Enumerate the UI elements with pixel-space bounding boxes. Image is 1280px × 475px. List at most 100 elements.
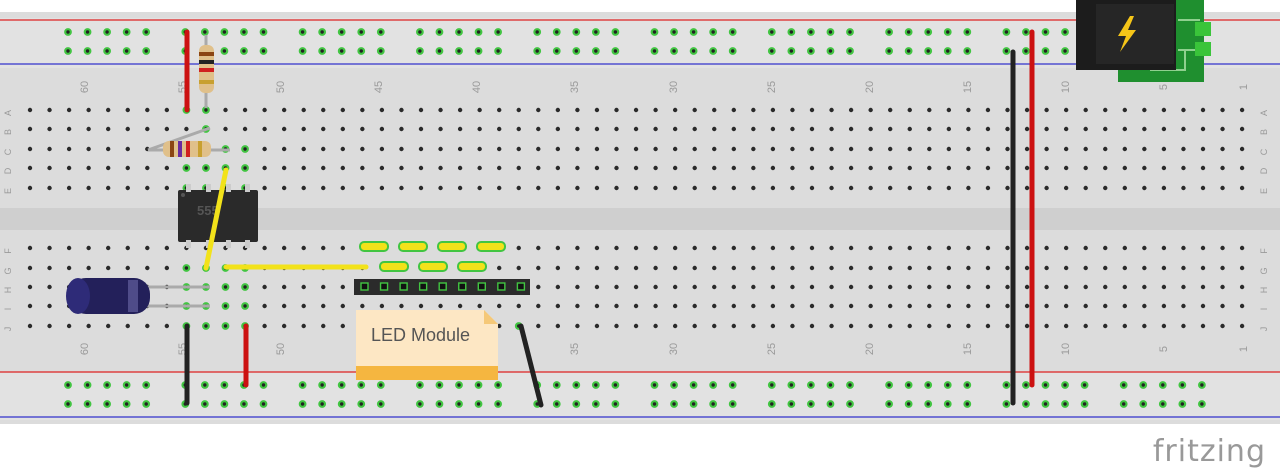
breadboard-hole <box>653 146 658 152</box>
breadboard-hole <box>790 165 795 171</box>
breadboard-hole <box>223 107 228 113</box>
breadboard-hole <box>379 126 385 132</box>
breadboard-hole <box>846 381 854 389</box>
breadboard-hole <box>1220 146 1225 152</box>
breadboard-hole <box>457 107 463 113</box>
breadboard-hole <box>728 47 737 55</box>
breadboard-hole <box>888 303 893 309</box>
row-letter-left: J <box>3 327 13 332</box>
breadboard-hole <box>145 185 150 191</box>
breadboard-hole <box>1122 245 1128 251</box>
breadboard-hole <box>848 323 854 329</box>
breadboard-hole <box>692 245 697 251</box>
column-number-bottom: 1 <box>1238 346 1250 352</box>
wire-black-led[interactable] <box>518 323 544 408</box>
breadboard-hole <box>611 47 620 55</box>
breadboard-hole <box>633 185 639 191</box>
breadboard-hole <box>1083 185 1088 191</box>
breadboard-hole <box>614 303 619 309</box>
breadboard-hole <box>1083 126 1088 132</box>
breadboard-hole <box>672 265 678 271</box>
breadboard-hole <box>807 28 815 36</box>
breadboard-hole <box>809 303 815 309</box>
power-jack[interactable] <box>1076 0 1211 82</box>
electrolytic-capacitor[interactable] <box>66 278 210 314</box>
breadboard-hole <box>399 146 404 152</box>
breadboard-hole <box>1024 146 1030 152</box>
breadboard-hole <box>340 126 345 132</box>
breadboard-hole <box>1044 146 1049 152</box>
breadboard-hole <box>614 265 619 271</box>
breadboard-hole <box>1005 165 1010 171</box>
breadboard-hole <box>767 381 776 389</box>
breadboard-hole <box>985 185 991 191</box>
breadboard-hole <box>943 28 952 36</box>
breadboard-hole <box>262 107 267 113</box>
breadboard-hole <box>594 284 600 290</box>
breadboard-hole <box>1161 126 1167 132</box>
breadboard-hole <box>516 146 521 152</box>
breadboard-hole <box>614 146 619 152</box>
breadboard-hole <box>1044 107 1049 113</box>
breadboard-hole <box>438 303 443 309</box>
breadboard-hole <box>594 185 600 191</box>
breadboard-hole <box>438 185 443 191</box>
breadboard-hole <box>536 245 541 251</box>
breadboard-hole <box>1005 245 1010 251</box>
breadboard-hole <box>829 185 834 191</box>
breadboard-hole <box>1103 284 1108 290</box>
led-module-note[interactable]: LED Module <box>356 310 498 380</box>
breadboard-hole <box>301 323 306 329</box>
breadboard-hole <box>200 28 209 36</box>
breadboard-hole <box>1239 265 1245 271</box>
breadboard-hole <box>1122 265 1128 271</box>
breadboard-hole <box>220 400 229 408</box>
breadboard-hole <box>751 107 756 113</box>
breadboard-hole <box>337 28 346 36</box>
breadboard-hole <box>533 47 542 55</box>
breadboard-hole <box>650 400 659 408</box>
breadboard-hole <box>106 146 111 152</box>
breadboard-hole <box>1122 107 1128 113</box>
breadboard-hole <box>787 400 796 408</box>
breadboard-hole <box>709 47 718 55</box>
breadboard-hole <box>47 323 52 329</box>
breadboard-hole <box>242 107 248 113</box>
wire-yellow-diagonal[interactable] <box>203 167 229 271</box>
breadboard-hole <box>106 126 111 132</box>
breadboard-hole <box>790 265 795 271</box>
breadboard-hole <box>142 47 151 55</box>
breadboard-hole <box>614 245 619 251</box>
breadboard-hole <box>360 185 365 191</box>
breadboard-hole <box>1083 323 1088 329</box>
breadboard-hole <box>497 165 502 171</box>
breadboard-hole <box>457 126 463 132</box>
breadboard-hole <box>555 126 561 132</box>
breadboard-hole <box>790 245 795 251</box>
breadboard-hole <box>709 400 718 408</box>
resistor-diagonal[interactable] <box>147 126 230 157</box>
breadboard-hole <box>1122 303 1128 309</box>
breadboard-hole <box>946 265 952 271</box>
breadboard-hole <box>575 126 580 132</box>
breadboard-hole <box>321 245 326 251</box>
breadboard-hole <box>103 47 111 55</box>
resistor-vertical[interactable] <box>199 35 214 108</box>
breadboard-hole <box>27 185 33 191</box>
breadboard-hole <box>125 323 130 329</box>
breadboard-hole <box>122 381 131 389</box>
breadboard-hole <box>770 165 776 171</box>
breadboard-hole <box>321 303 326 309</box>
breadboard-hole <box>1122 165 1128 171</box>
breadboard-hole <box>927 126 932 132</box>
breadboard-hole <box>220 47 229 55</box>
breadboard-hole <box>712 165 717 171</box>
breadboard-hole <box>1161 284 1167 290</box>
breadboard-hole <box>1197 381 1206 389</box>
led-header-strip[interactable] <box>354 279 530 295</box>
breadboard-hole <box>1197 400 1206 408</box>
breadboard-hole <box>770 284 776 290</box>
breadboard-hole <box>1119 400 1128 408</box>
breadboard-hole <box>1181 265 1186 271</box>
breadboard-hole <box>1061 28 1069 36</box>
